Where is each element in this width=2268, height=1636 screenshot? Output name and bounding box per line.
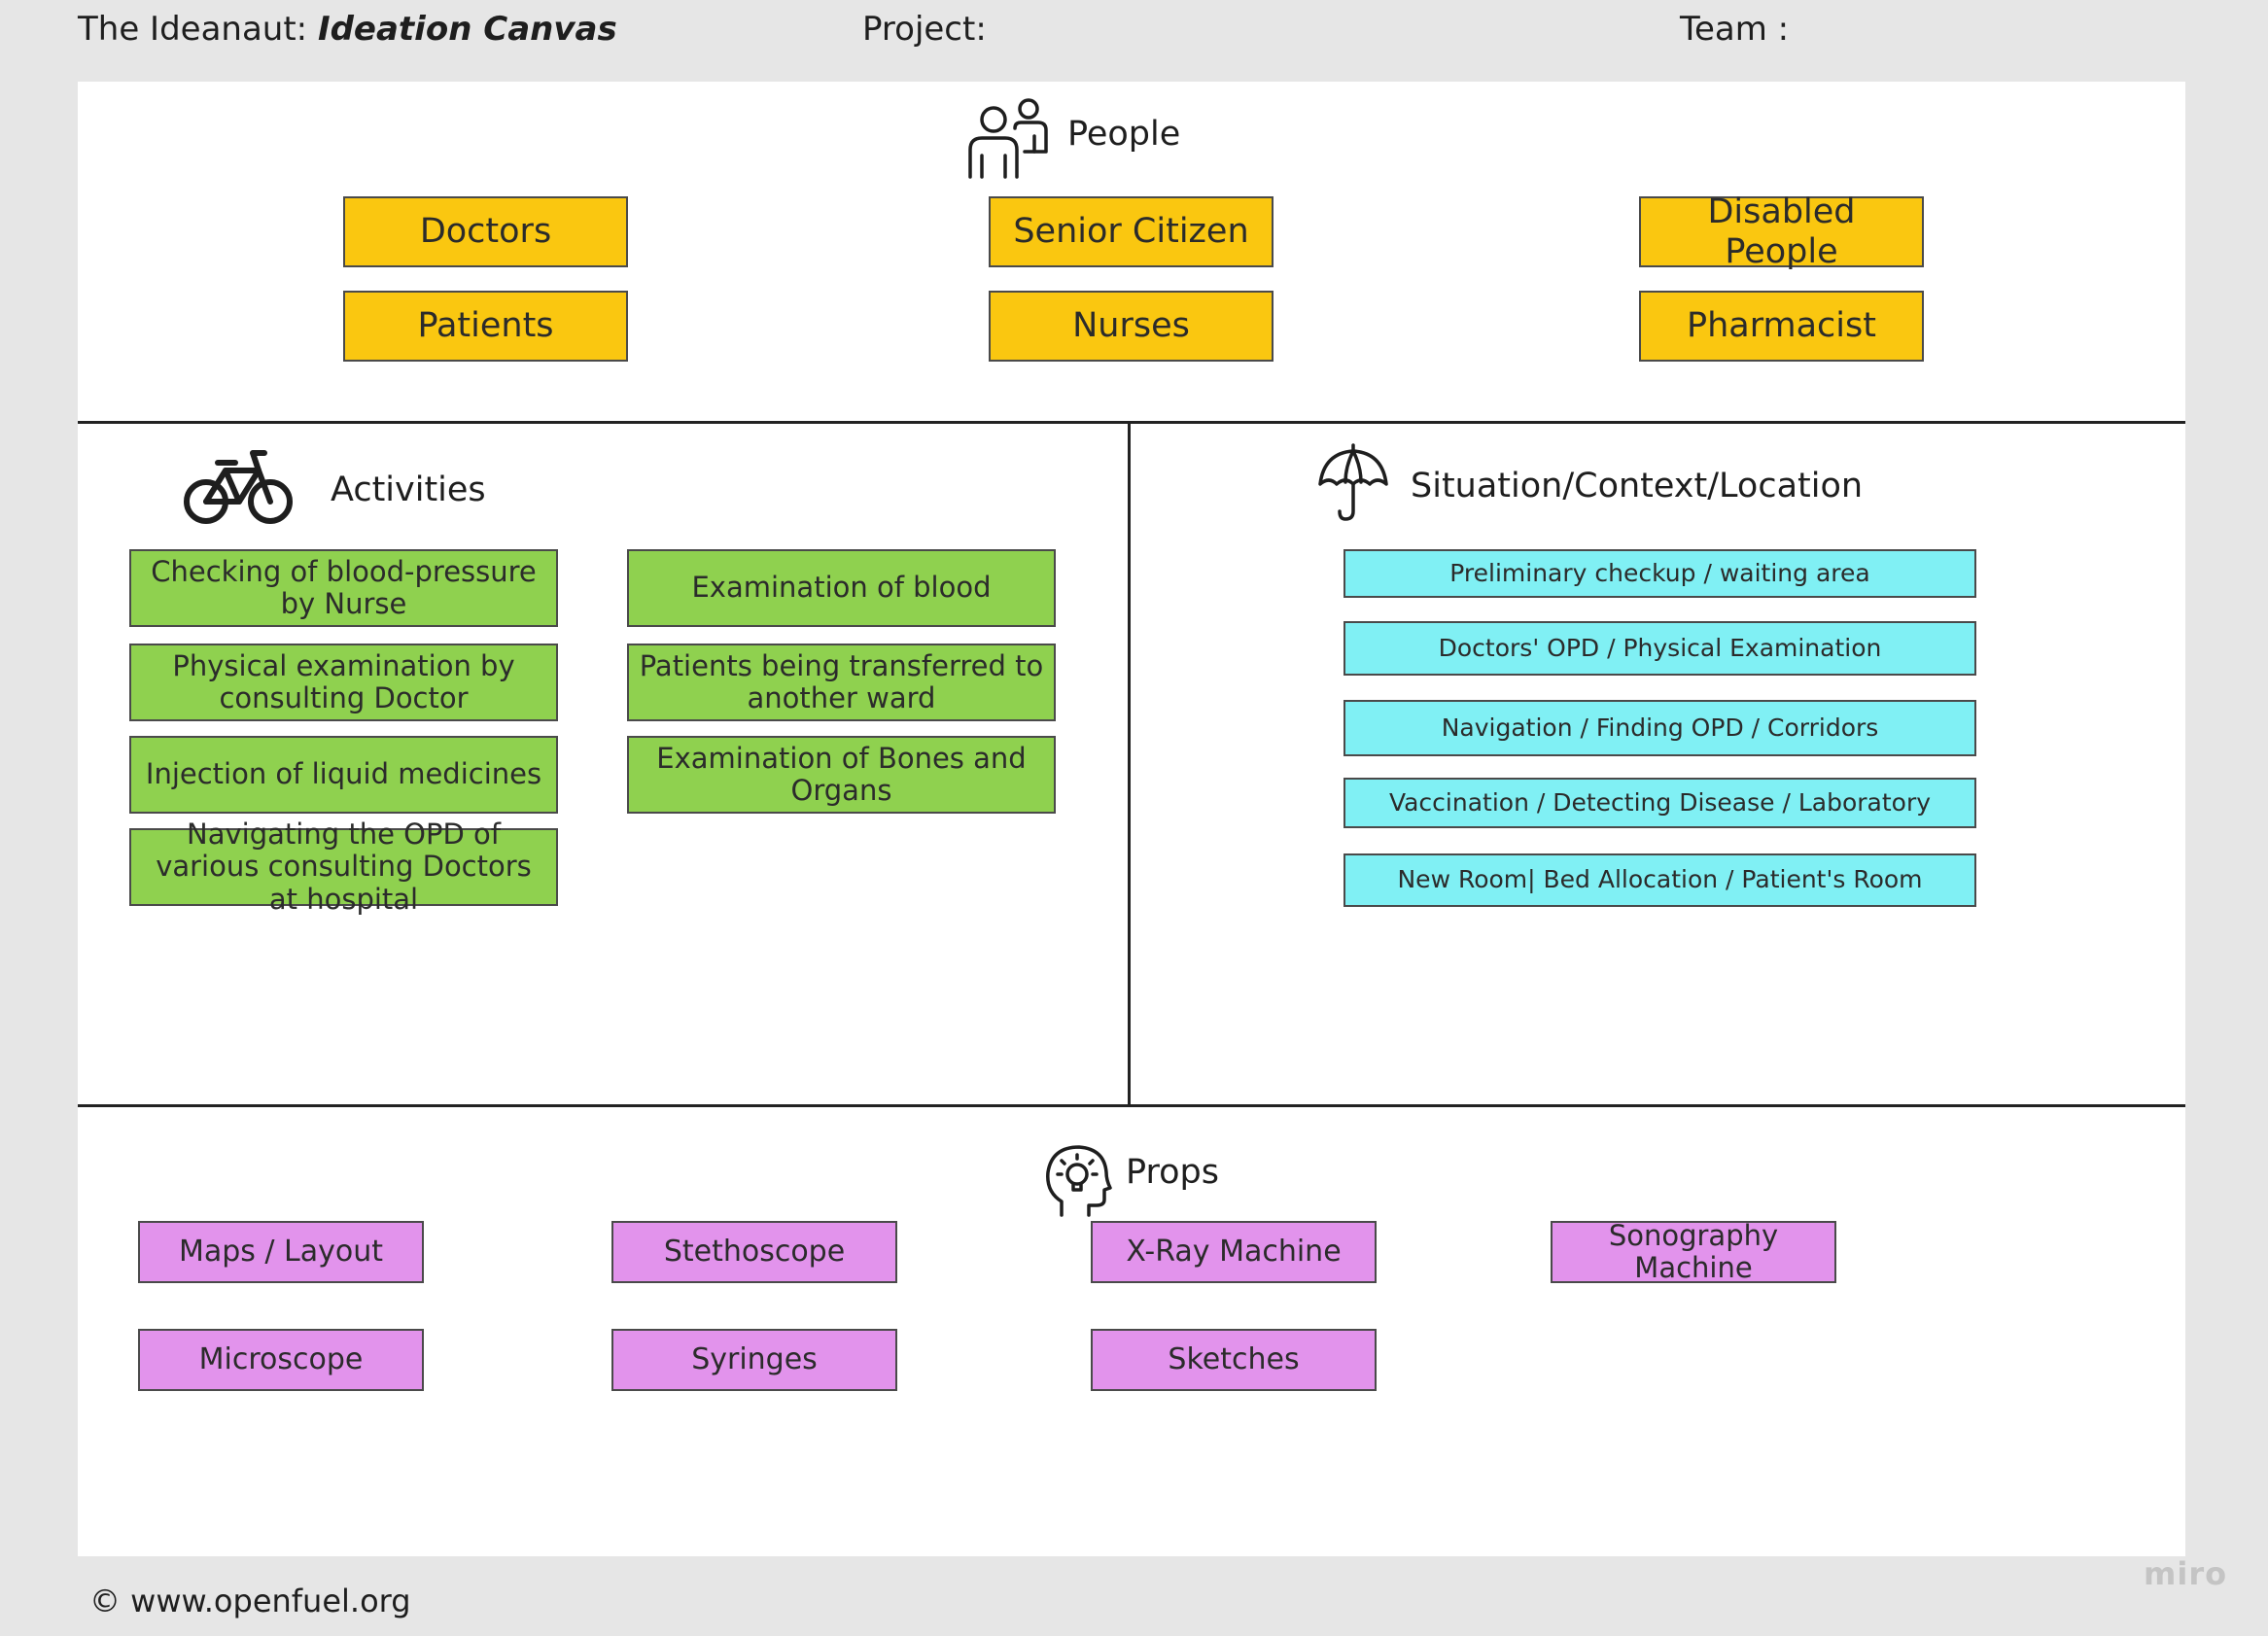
activity-note[interactable]: Patients being transferred to another wa… bbox=[627, 644, 1056, 721]
people-note[interactable]: Senior Citizen bbox=[989, 196, 1274, 267]
activity-note[interactable]: Checking of blood-pressure by Nurse bbox=[129, 549, 558, 627]
situation-note[interactable]: Doctors' OPD / Physical Examination bbox=[1343, 621, 1976, 676]
activities-section-title: Activities bbox=[331, 470, 486, 509]
team-label: Team : bbox=[1680, 10, 1790, 49]
copyright-text: © www.openfuel.org bbox=[89, 1583, 411, 1619]
prop-note[interactable]: Maps / Layout bbox=[138, 1221, 424, 1283]
people-icon bbox=[964, 97, 1054, 181]
people-note[interactable]: Patients bbox=[343, 291, 628, 362]
activity-note[interactable]: Physical examination by consulting Docto… bbox=[129, 644, 558, 721]
project-label: Project: bbox=[862, 10, 987, 49]
prop-note[interactable]: Sonography Machine bbox=[1551, 1219, 1836, 1284]
people-note[interactable]: Disabled People bbox=[1639, 192, 1924, 271]
activity-note[interactable]: Injection of liquid medicines bbox=[129, 736, 558, 814]
activity-note[interactable]: Examination of blood bbox=[627, 549, 1056, 627]
prop-note[interactable]: X-Ray Machine bbox=[1091, 1221, 1377, 1283]
prop-note[interactable]: Microscope bbox=[138, 1329, 424, 1391]
people-note[interactable]: Pharmacist bbox=[1639, 291, 1924, 362]
people-note[interactable]: Doctors bbox=[343, 196, 628, 267]
prop-note[interactable]: Stethoscope bbox=[611, 1221, 897, 1283]
activities-situation-divider bbox=[1128, 421, 1131, 1106]
board-title: The Ideanaut: Ideation Canvas bbox=[78, 10, 617, 49]
miro-logo: miro bbox=[2144, 1555, 2228, 1592]
situation-note[interactable]: New Room| Bed Allocation / Patient's Roo… bbox=[1343, 853, 1976, 907]
situation-note[interactable]: Vaccination / Detecting Disease / Labora… bbox=[1343, 778, 1976, 828]
situation-note[interactable]: Navigation / Finding OPD / Corridors bbox=[1343, 700, 1976, 756]
situation-note[interactable]: Preliminary checkup / waiting area bbox=[1343, 549, 1976, 598]
people-note[interactable]: Nurses bbox=[989, 291, 1274, 362]
prop-note[interactable]: Sketches bbox=[1091, 1329, 1377, 1391]
people-divider bbox=[78, 421, 2185, 424]
prop-note[interactable]: Syringes bbox=[611, 1329, 897, 1391]
people-section-title: People bbox=[1067, 115, 1181, 154]
props-section-title: Props bbox=[1126, 1153, 1219, 1192]
head-lightbulb-icon bbox=[1042, 1141, 1112, 1219]
ideation-canvas[interactable]: People Doctors Senior Citizen Disabled P… bbox=[78, 82, 2185, 1556]
props-divider bbox=[78, 1104, 2185, 1107]
umbrella-icon bbox=[1316, 441, 1390, 523]
board-title-prefix: The Ideanaut: bbox=[78, 10, 308, 49]
situation-section-title: Situation/Context/Location bbox=[1411, 467, 1864, 505]
board-title-emphasis: Ideation Canvas bbox=[317, 10, 617, 49]
activity-note[interactable]: Navigating the OPD of various consulting… bbox=[129, 818, 558, 915]
activity-note[interactable]: Examination of Bones and Organs bbox=[627, 736, 1056, 814]
bicycle-icon bbox=[183, 445, 296, 527]
